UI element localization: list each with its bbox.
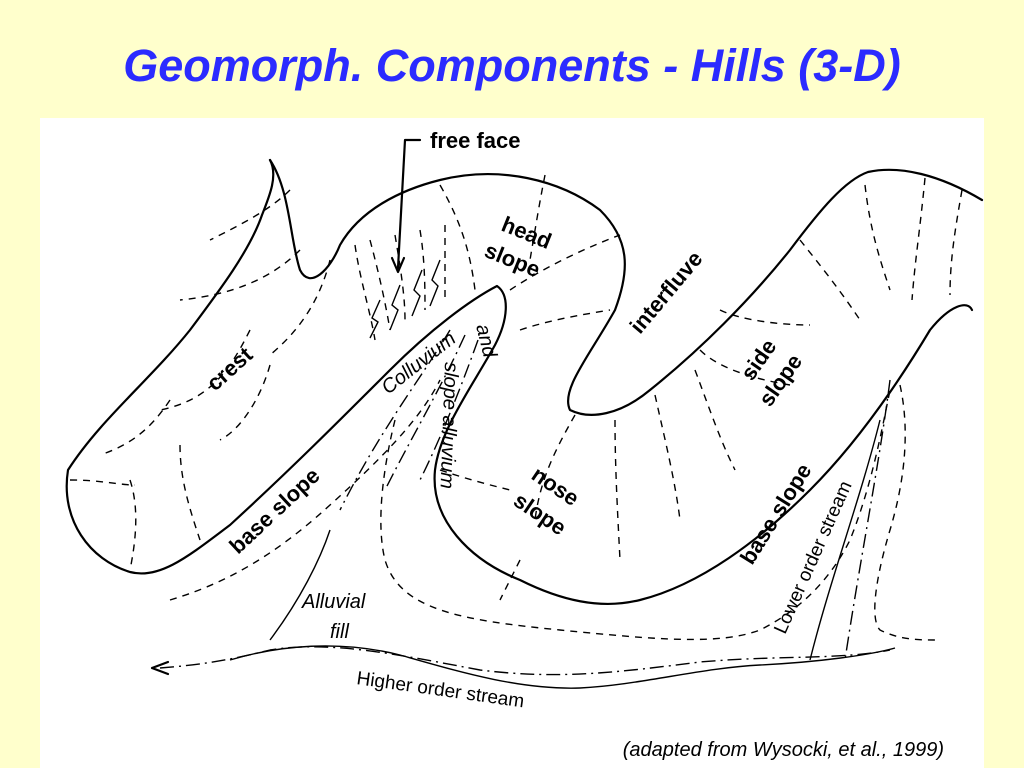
label-fill: fill xyxy=(330,621,349,643)
contour-line xyxy=(499,559,521,601)
free-face-tick xyxy=(389,284,401,331)
label-interfluve: interfluve xyxy=(625,246,708,338)
free-face-tick xyxy=(411,269,423,317)
higher-order-stream-line xyxy=(159,646,891,676)
contour-line xyxy=(439,184,476,291)
label-slope-alluvium: slope alluvium xyxy=(436,362,462,489)
contour-line xyxy=(179,249,301,301)
higher-order-stream-line xyxy=(229,645,896,689)
label-alluvial: Alluvial xyxy=(301,591,366,613)
label-base-slope-left: base slope xyxy=(224,463,324,559)
contour-line xyxy=(654,394,681,521)
contour-line xyxy=(129,479,137,571)
contour-line xyxy=(394,234,406,321)
contour-line xyxy=(694,369,736,471)
contour-line xyxy=(179,444,201,541)
free-face-arrow-icon xyxy=(396,138,422,270)
source-caption: (adapted from Wysocki, et al., 1999) xyxy=(622,739,944,761)
contour-line xyxy=(369,239,391,331)
page-title: Geomorph. Components - Hills (3-D) xyxy=(123,40,901,91)
label-higher-order-stream: Higher order stream xyxy=(355,668,525,712)
contour-line xyxy=(911,177,926,301)
contour-line xyxy=(99,399,171,456)
contour-line xyxy=(864,184,891,291)
label-crest: crest xyxy=(202,341,258,395)
valley-boundary xyxy=(874,384,936,641)
colluvium-line xyxy=(419,339,479,481)
contour-line xyxy=(419,229,426,311)
lower-order-stream-line xyxy=(844,379,891,661)
contour-line xyxy=(159,329,251,411)
label-and: and xyxy=(471,322,501,361)
hill-outline xyxy=(65,158,974,606)
stream-arrow-icon xyxy=(150,660,170,676)
contour-line xyxy=(69,479,136,486)
contour-line xyxy=(354,244,376,341)
valley-boundary xyxy=(169,379,441,601)
contour-line xyxy=(529,174,546,261)
contour-line xyxy=(614,419,621,561)
label-free-face: free face xyxy=(430,128,521,153)
colluvium-line xyxy=(384,334,466,491)
free-face-tick xyxy=(429,259,441,307)
contour-line xyxy=(534,414,576,521)
contour-line xyxy=(269,259,331,356)
contour-line xyxy=(719,309,811,326)
hill-crest-outline xyxy=(268,158,984,416)
contour-line xyxy=(799,239,861,321)
free-face-tick xyxy=(369,299,381,339)
contour-line xyxy=(949,189,963,296)
contour-line xyxy=(209,189,291,241)
lower-order-stream-line xyxy=(809,419,881,661)
contour-line xyxy=(519,309,611,331)
contour-line xyxy=(439,469,511,491)
free-face-arrow-head xyxy=(390,256,406,274)
colluvium-line xyxy=(269,529,331,641)
contour-line xyxy=(509,234,621,291)
